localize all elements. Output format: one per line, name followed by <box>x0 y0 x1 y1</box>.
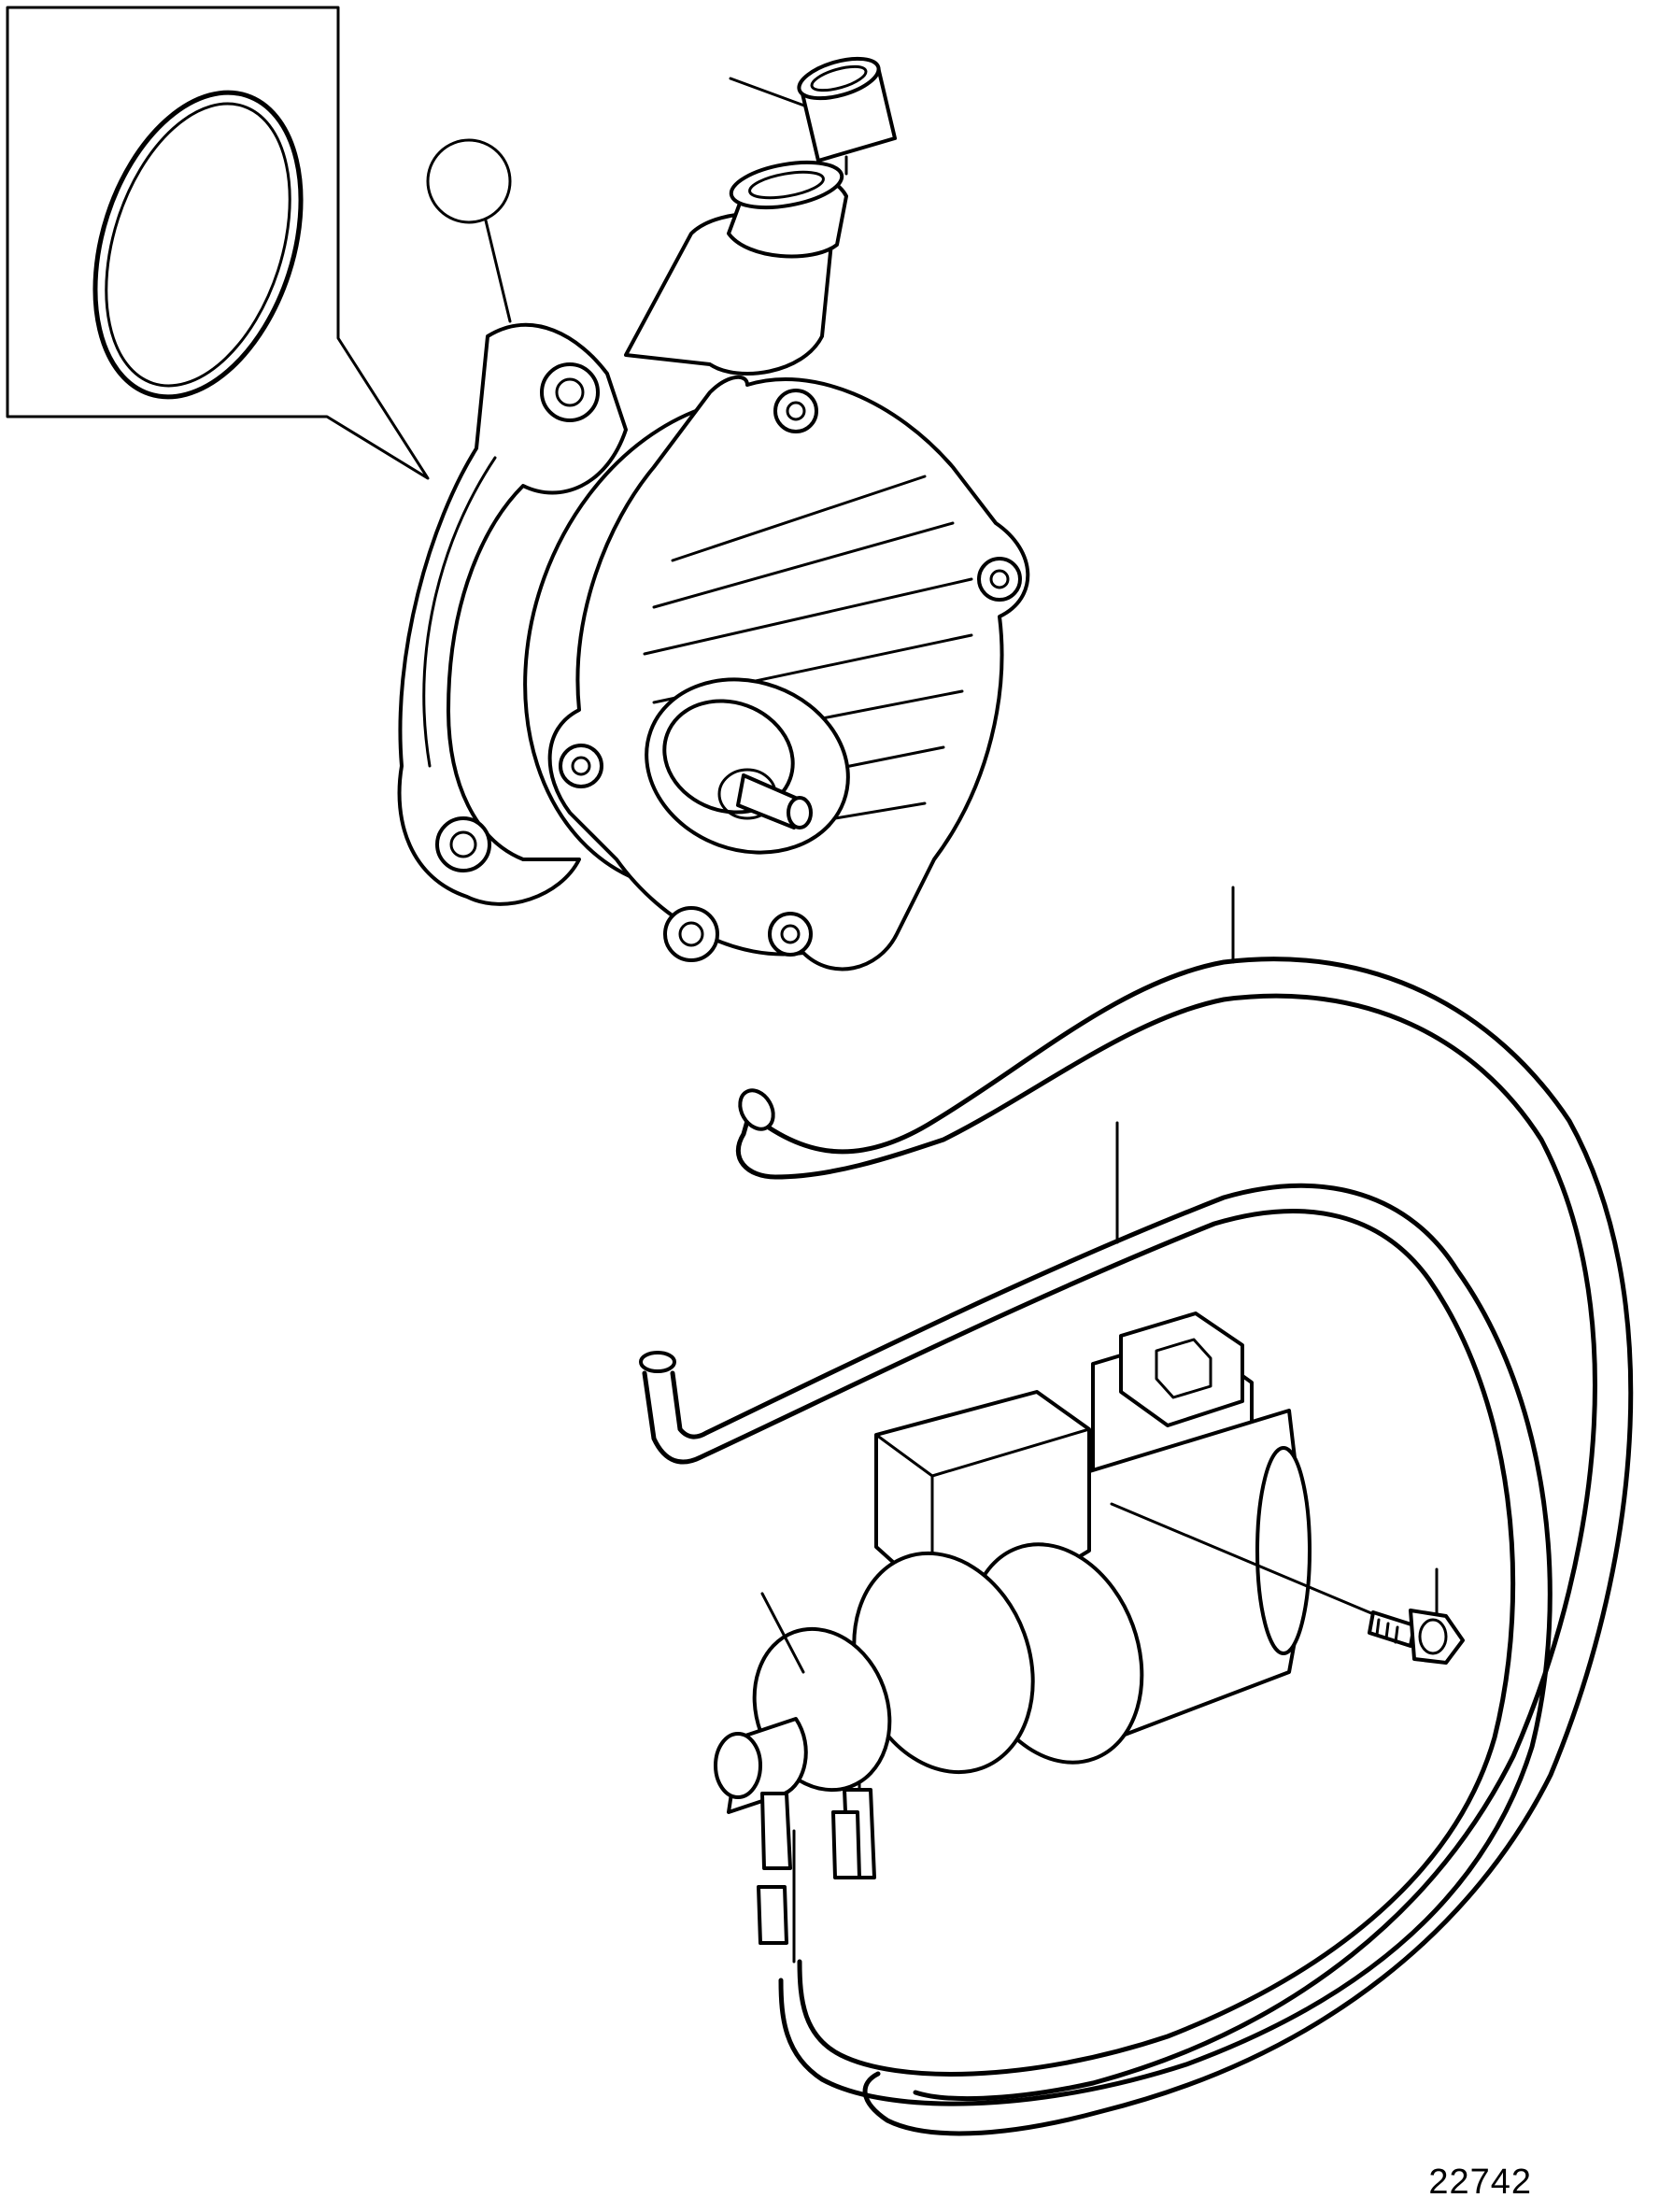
solenoid-valve-icon <box>714 1312 1384 1879</box>
o-ring-icon <box>92 90 304 400</box>
o-ring-callout <box>6 6 430 480</box>
reference-number: 22742 <box>1428 2162 1532 2202</box>
cap-icon <box>729 56 897 176</box>
screw-icon <box>1368 1567 1465 1665</box>
vacuum-pump-icon <box>397 160 1030 971</box>
vacuum-hose-long <box>736 886 1634 2136</box>
callout-marker <box>426 138 512 323</box>
